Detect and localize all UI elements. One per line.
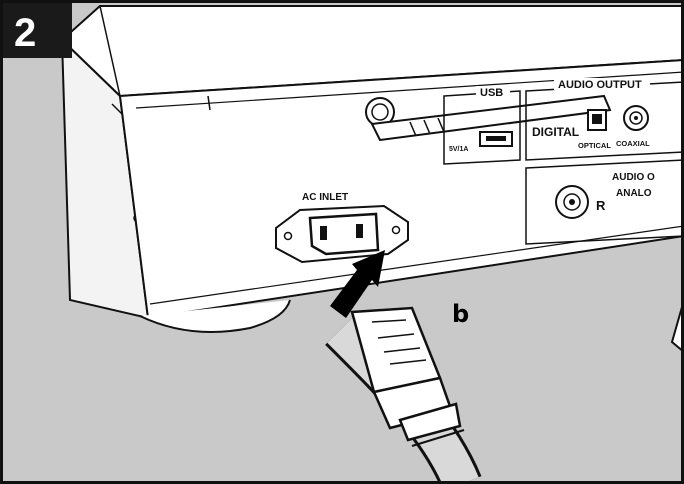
insertion-arrow [330, 250, 385, 318]
usb-power-label: 5V/1A [449, 146, 468, 153]
analog-output-group: AUDIO O ANALO R [525, 159, 684, 245]
coaxial-jack-pin [634, 116, 638, 120]
antenna-connector-inner [371, 103, 389, 121]
step-badge [0, 0, 72, 58]
ac-inlet-pin-right [356, 224, 363, 238]
callout-b: b [452, 300, 469, 328]
usb-port-group: USB 5V/1A [443, 86, 521, 165]
panel-inner-bottom-line [149, 225, 684, 305]
ac-inlet: AC INLET [275, 192, 409, 264]
usb-label: USB [480, 87, 503, 99]
device-foot [139, 299, 291, 333]
audio-output-group: AUDIO OUTPUT DIGITAL OPTICAL COAXIAL [525, 78, 684, 161]
optical-label: OPTICAL [578, 141, 611, 150]
coaxial-label: COAXIAL [616, 139, 650, 148]
audio-out-analog-title: AUDIO O [612, 172, 655, 183]
device-top-edge [99, 5, 121, 97]
power-cord-plug [350, 306, 465, 447]
step-number: 2 [14, 11, 36, 55]
digital-label: DIGITAL [532, 125, 579, 139]
right-channel-label: R [596, 198, 606, 213]
ac-inlet-label: AC INLET [302, 192, 348, 203]
ac-inlet-pin-left [320, 226, 327, 240]
optical-port-shutter [592, 114, 602, 124]
ac-inlet-screw-left [283, 231, 293, 241]
ac-inlet-screw-right [391, 225, 401, 235]
panel-notch [207, 95, 211, 111]
audio-output-label: AUDIO OUTPUT [558, 79, 642, 91]
device-back-panel [118, 58, 684, 320]
analog-r-jack-pin [569, 199, 575, 205]
analog-label: ANALO [616, 188, 652, 199]
usb-port-tongue [486, 136, 506, 141]
